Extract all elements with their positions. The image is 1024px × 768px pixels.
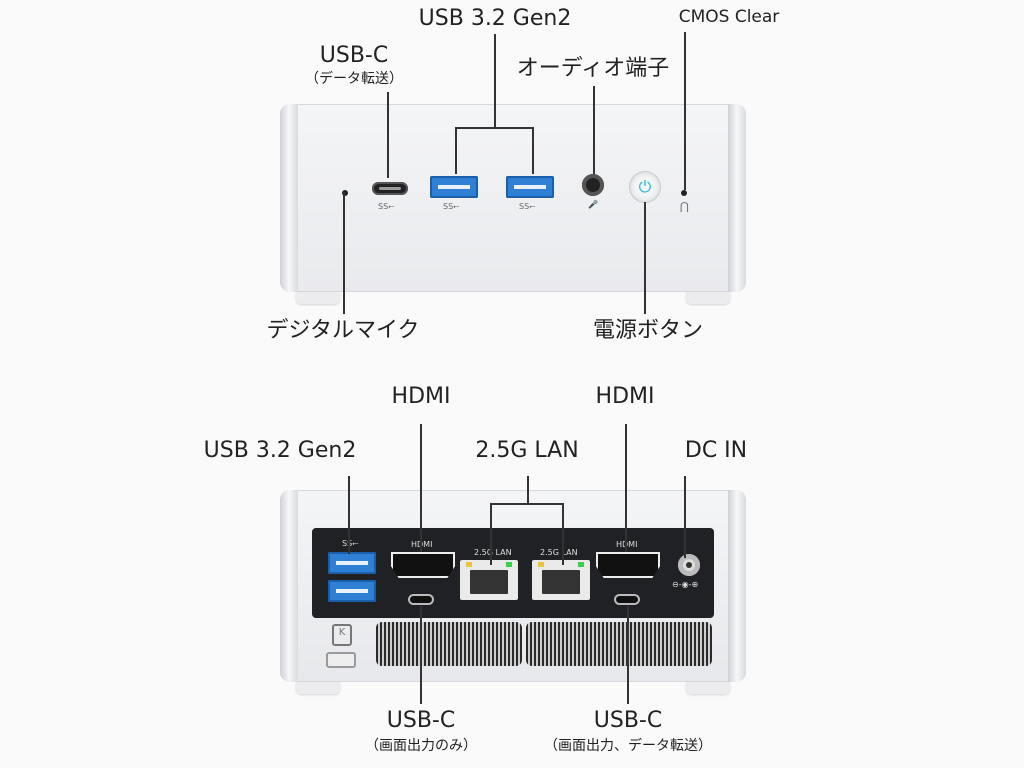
- kensington-lock-slot: K: [332, 624, 352, 646]
- label-lan: 2.5G LAN: [475, 438, 579, 463]
- front-usb-a-2-ss-mark: SS⭠: [519, 202, 536, 211]
- back-side-right: [728, 490, 746, 682]
- mini-pc-front: SS⭠ SS⭠ SS⭠ 🎤 ⏻ ⋂: [280, 104, 746, 292]
- lan-1-led-yellow: [466, 562, 472, 567]
- rear-usb-a-port-1: [328, 552, 376, 574]
- leader-lan-left: [490, 503, 492, 565]
- label-dc-in: DC IN: [684, 438, 748, 463]
- label-usb32-back: USB 3.2 Gen2: [203, 438, 357, 463]
- label-usb-c-left-sub: （画面出力のみ）: [365, 738, 477, 754]
- label-usb-c-front-sub: （データ転送）: [305, 71, 403, 87]
- back-side-left: [280, 490, 298, 682]
- power-icon: ⏻: [638, 177, 652, 196]
- leader-usb32-front-bar: [455, 127, 534, 129]
- leader-usb32-front-stem: [494, 34, 496, 128]
- front-side-right: [728, 104, 746, 292]
- label-audio: オーディオ端子: [516, 56, 670, 81]
- label-usb-c-left: USB-C: [386, 708, 456, 733]
- dc-in-jack: [678, 554, 700, 576]
- back-foot-right: [686, 682, 730, 694]
- audio-jack: [582, 174, 604, 196]
- rear-small-slot: [326, 652, 356, 668]
- rear-lan-2-mark: 2.5G LAN: [540, 548, 578, 557]
- front-usb-c-ss-mark: SS⭠: [378, 202, 395, 211]
- lan-1-led-green: [506, 562, 512, 567]
- front-usb-a-port-2: [506, 176, 554, 198]
- rear-usb-c-port-right: [614, 594, 640, 605]
- front-usb-a-port-1: [430, 176, 478, 198]
- leader-lan-bar: [490, 503, 564, 505]
- lan-2-led-yellow: [538, 562, 544, 567]
- rear-lan-1-mark: 2.5G LAN: [474, 548, 512, 557]
- rear-vent-right: [526, 622, 712, 666]
- cmos-icon: ⋂: [680, 200, 690, 213]
- leader-usb-c-right: [627, 606, 629, 704]
- rear-usb-ss-mark: SS⭠: [342, 539, 359, 548]
- leader-lan-right: [562, 503, 564, 565]
- leader-usb32-back: [348, 476, 350, 554]
- label-hdmi-left: HDMI: [391, 384, 451, 409]
- front-foot-left: [296, 292, 340, 304]
- front-side-left: [280, 104, 298, 292]
- back-foot-left: [296, 682, 340, 694]
- label-power-button: 電源ボタン: [592, 318, 704, 343]
- label-usb-c-front: USB-C: [319, 43, 389, 68]
- leader-usb-c-left: [420, 606, 422, 704]
- front-usb-a-1-ss-mark: SS⭠: [443, 202, 460, 211]
- leader-hdmi-left: [420, 424, 422, 552]
- rear-io-panel: SS⭠ HDMI 2.5G LAN 2.5G LAN HDMI ⊖-◉-⊕: [312, 528, 714, 618]
- label-digital-mic: デジタルマイク: [266, 318, 420, 343]
- rear-usb-c-port-left: [408, 594, 434, 605]
- rear-hdmi-port-left: [391, 552, 455, 578]
- leader-dc-in: [684, 476, 686, 558]
- lan-2-led-green: [578, 562, 584, 567]
- rear-usb-a-port-2: [328, 580, 376, 602]
- leader-usb32-front-right: [532, 127, 534, 174]
- digital-mic-hole: [342, 190, 348, 196]
- leader-usb32-front-left: [455, 127, 457, 174]
- label-usb-c-right: USB-C: [593, 708, 663, 733]
- leader-power: [644, 202, 646, 314]
- leader-usb-c-front: [387, 92, 389, 178]
- front-foot-right: [686, 292, 730, 304]
- label-usb-c-right-sub: （画面出力、データ転送）: [544, 738, 712, 754]
- label-usb32-front: USB 3.2 Gen2: [418, 6, 572, 31]
- front-usb-c-port: [372, 182, 408, 195]
- label-cmos-clear: CMOS Clear: [678, 7, 780, 27]
- leader-hdmi-right: [625, 424, 627, 552]
- rear-vent-left: [376, 622, 522, 666]
- audio-icon: 🎤: [588, 200, 598, 209]
- cmos-clear-hole: [681, 190, 687, 196]
- leader-audio: [593, 86, 595, 174]
- mini-pc-back: SS⭠ HDMI 2.5G LAN 2.5G LAN HDMI ⊖-◉-⊕ K: [280, 490, 746, 682]
- dc-polarity-icon: ⊖-◉-⊕: [672, 580, 699, 589]
- leader-cmos: [684, 32, 686, 190]
- rear-hdmi-port-right: [596, 552, 660, 578]
- label-hdmi-right: HDMI: [595, 384, 655, 409]
- leader-mic: [343, 192, 345, 314]
- power-button: ⏻: [630, 172, 660, 202]
- leader-lan-stem: [527, 476, 529, 504]
